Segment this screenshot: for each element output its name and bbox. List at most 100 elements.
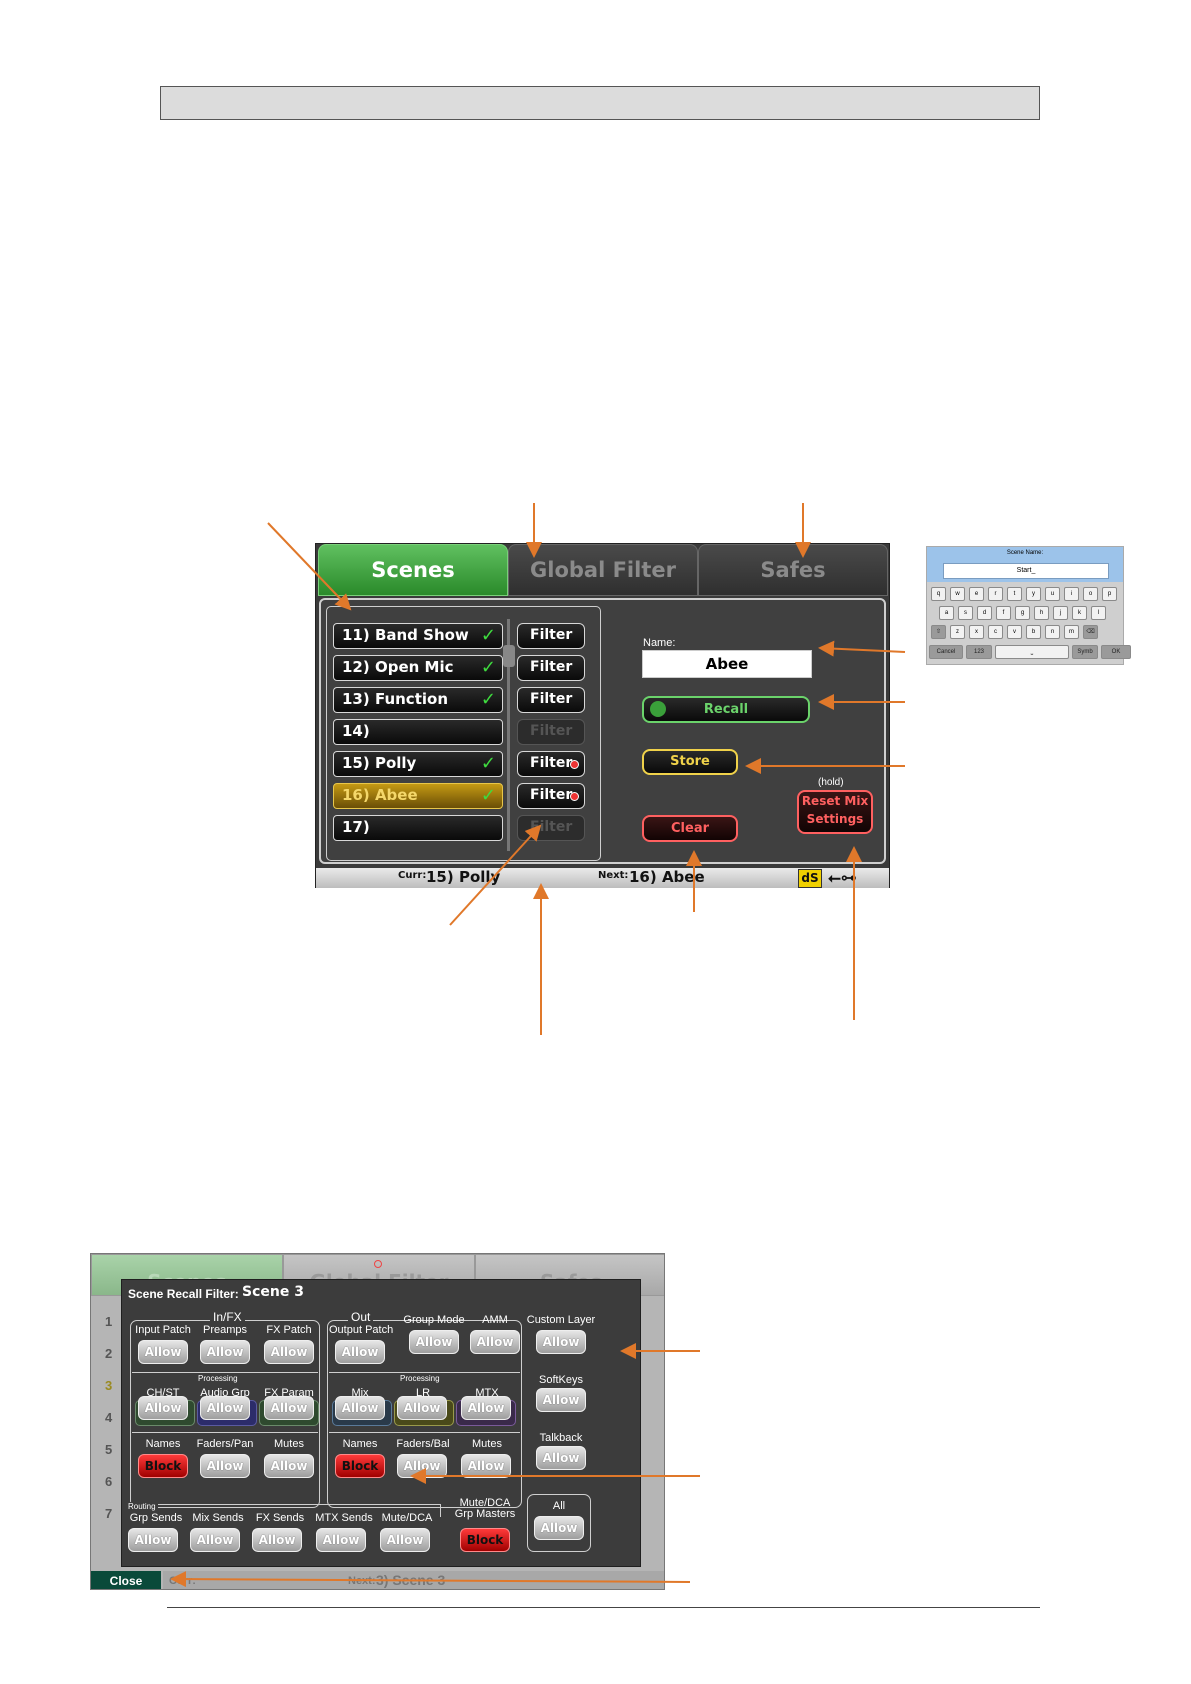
scene-label: 17) <box>342 818 370 836</box>
keyboard-key[interactable]: q <box>931 587 946 601</box>
keyboard-key[interactable]: r <box>988 587 1003 601</box>
in-mutes-allow-button[interactable]: Allow <box>264 1454 314 1478</box>
filter-button[interactable]: Filter <box>517 623 585 649</box>
keyboard-key[interactable]: n <box>1045 625 1060 639</box>
tab-scenes[interactable]: Scenes <box>318 544 508 596</box>
scene-item[interactable]: 11) Band Show✓ <box>333 623 503 649</box>
keyboard-key[interactable]: z <box>950 625 965 639</box>
keyboard-key[interactable]: OK <box>1101 645 1131 659</box>
keyboard-input[interactable]: Start_ <box>943 563 1109 579</box>
filter-dot-icon <box>374 1260 382 1268</box>
scene-item[interactable]: 13) Function✓ <box>333 687 503 713</box>
keyboard-key[interactable]: Symb <box>1072 645 1098 659</box>
keyboard-key[interactable]: w <box>950 587 965 601</box>
current-scene: 15) Polly <box>426 868 501 886</box>
processing-label: Processing <box>198 1374 238 1383</box>
keyboard-key[interactable]: k <box>1072 606 1087 620</box>
tab-safes[interactable]: Safes <box>698 544 888 596</box>
scene-item-selected[interactable]: 16) Abee✓ <box>333 783 503 809</box>
faders-bal-allow-button[interactable]: Allow <box>397 1454 447 1478</box>
softkeys-allow-button[interactable]: Allow <box>536 1388 586 1412</box>
keyboard-key[interactable]: g <box>1015 606 1030 620</box>
mute-dca-grp-masters-label: Mute/DCA Grp Masters <box>452 1498 518 1520</box>
keyboard-key[interactable]: j <box>1053 606 1068 620</box>
mute-dca-allow-button[interactable]: Allow <box>380 1528 430 1552</box>
scene-item[interactable]: 12) Open Mic✓ <box>333 655 503 681</box>
keyboard-key[interactable]: v <box>1007 625 1022 639</box>
out-mutes-allow-button[interactable]: Allow <box>461 1454 511 1478</box>
play-icon <box>650 701 666 717</box>
keyboard-key[interactable]: p <box>1102 587 1117 601</box>
scene-item[interactable]: 17) <box>333 815 503 841</box>
keyboard-key[interactable]: h <box>1034 606 1049 620</box>
mute-dca-grp-line2: Grp Masters <box>454 1508 516 1520</box>
next-scene: 16) Abee <box>629 868 705 886</box>
keyboard-key[interactable]: u <box>1045 587 1060 601</box>
fx-param-allow-button[interactable]: Allow <box>264 1396 314 1420</box>
keyboard-key[interactable]: x <box>969 625 984 639</box>
mtx-sends-allow-button[interactable]: Allow <box>316 1528 366 1552</box>
keyboard-key[interactable]: a <box>939 606 954 620</box>
custom-layer-allow-button[interactable]: Allow <box>536 1330 586 1354</box>
scrollbar-thumb[interactable] <box>503 645 515 667</box>
keyboard-key[interactable]: Cancel <box>929 645 963 659</box>
keyboard-key[interactable]: d <box>977 606 992 620</box>
scenes-panel: 11) Band Show✓ 12) Open Mic✓ 13) Functio… <box>319 598 886 864</box>
keyboard-key[interactable]: m <box>1064 625 1079 639</box>
input-patch-allow-button[interactable]: Allow <box>138 1340 188 1364</box>
fx-sends-allow-button[interactable]: Allow <box>252 1528 302 1552</box>
filter-next-label: Next: <box>348 1575 376 1587</box>
group-mode-allow-button[interactable]: Allow <box>409 1330 459 1354</box>
grp-sends-allow-button[interactable]: Allow <box>128 1528 178 1552</box>
scrollbar-track[interactable] <box>507 619 510 851</box>
out-names-block-button[interactable]: Block <box>335 1454 385 1478</box>
filter-button-active[interactable]: Filter <box>517 751 585 777</box>
mtx-allow-button[interactable]: Allow <box>461 1396 511 1420</box>
keyboard-key[interactable]: l <box>1091 606 1106 620</box>
mix-sends-label: Mix Sends <box>192 1512 244 1524</box>
amm-allow-button[interactable]: Allow <box>470 1330 520 1354</box>
all-allow-button[interactable]: Allow <box>534 1516 584 1540</box>
keyboard-key[interactable]: 123 <box>966 645 992 659</box>
keyboard-key[interactable]: ⌫ <box>1083 625 1098 639</box>
faders-pan-allow-button[interactable]: Allow <box>200 1454 250 1478</box>
filter-button-active[interactable]: Filter <box>517 783 585 809</box>
scene-item[interactable]: 15) Polly✓ <box>333 751 503 777</box>
keyboard-key[interactable]: b <box>1026 625 1041 639</box>
preamps-allow-button[interactable]: Allow <box>200 1340 250 1364</box>
keyboard-key[interactable]: s <box>958 606 973 620</box>
in-names-block-button[interactable]: Block <box>138 1454 188 1478</box>
curr-prefix: Curr: <box>398 870 427 881</box>
keyboard-key[interactable]: c <box>988 625 1003 639</box>
scene-name-field[interactable]: Abee <box>642 650 812 678</box>
keyboard-key[interactable]: e <box>969 587 984 601</box>
keyboard-key[interactable]: o <box>1083 587 1098 601</box>
scene-label: 13) Function <box>342 690 448 708</box>
filter-button[interactable]: Filter <box>517 687 585 713</box>
filter-button[interactable]: Filter <box>517 655 585 681</box>
tab-global-filter[interactable]: Global Filter <box>508 544 698 596</box>
clear-button[interactable]: Clear <box>642 815 738 842</box>
talkback-allow-button[interactable]: Allow <box>536 1446 586 1470</box>
reset-mix-settings-button[interactable]: Reset Mix Settings <box>797 790 873 834</box>
fx-patch-allow-button[interactable]: Allow <box>264 1340 314 1364</box>
output-patch-allow-button[interactable]: Allow <box>335 1340 385 1364</box>
ch-st-allow-button[interactable]: Allow <box>138 1396 188 1420</box>
recall-button[interactable]: Recall <box>642 696 810 723</box>
dialog-title-scene: Scene 3 <box>242 1284 304 1300</box>
grp-masters-block-button[interactable]: Block <box>460 1528 510 1552</box>
scene-item[interactable]: 14) <box>333 719 503 745</box>
keyboard-key[interactable]: y <box>1026 587 1041 601</box>
keyboard-key[interactable]: f <box>996 606 1011 620</box>
mix-allow-button[interactable]: Allow <box>335 1396 385 1420</box>
store-button[interactable]: Store <box>642 749 738 775</box>
lr-allow-button[interactable]: Allow <box>397 1396 447 1420</box>
keyboard-key[interactable]: ⎵ <box>995 645 1069 659</box>
keyboard-key[interactable]: i <box>1064 587 1079 601</box>
mix-sends-allow-button[interactable]: Allow <box>190 1528 240 1552</box>
custom-layer-label: Custom Layer <box>526 1314 596 1326</box>
close-button[interactable]: Close <box>91 1571 161 1589</box>
keyboard-key[interactable]: t <box>1007 587 1022 601</box>
audio-grp-allow-button[interactable]: Allow <box>200 1396 250 1420</box>
keyboard-key[interactable]: ⇧ <box>931 625 946 639</box>
